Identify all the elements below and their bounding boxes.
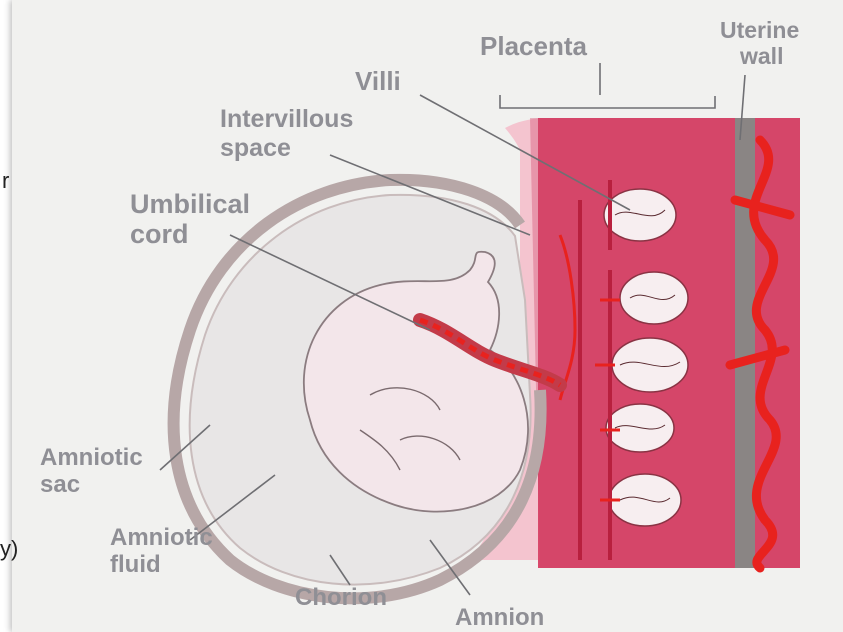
label-uterine-1: Uterine <box>720 17 799 43</box>
label-amnion: Amnion <box>455 604 544 631</box>
label-uterine-2: wall <box>739 43 783 69</box>
label-villi: Villi <box>355 66 401 96</box>
label-intervillous-2: space <box>220 134 291 162</box>
label-chorion: Chorion <box>295 584 387 611</box>
uterine-wall <box>735 118 755 568</box>
label-amniotic-sac-2: sac <box>40 471 80 498</box>
label-placenta: Placenta <box>480 31 587 61</box>
label-umbilical-1: Umbilical <box>130 189 250 219</box>
label-amniotic-fluid-1: Amniotic <box>110 524 213 551</box>
label-amniotic-fluid-2: fluid <box>110 551 161 578</box>
label-umbilical-2: cord <box>130 219 189 249</box>
label-intervillous-1: Intervillous <box>220 105 353 133</box>
label-amniotic-sac-1: Amniotic <box>40 444 143 471</box>
